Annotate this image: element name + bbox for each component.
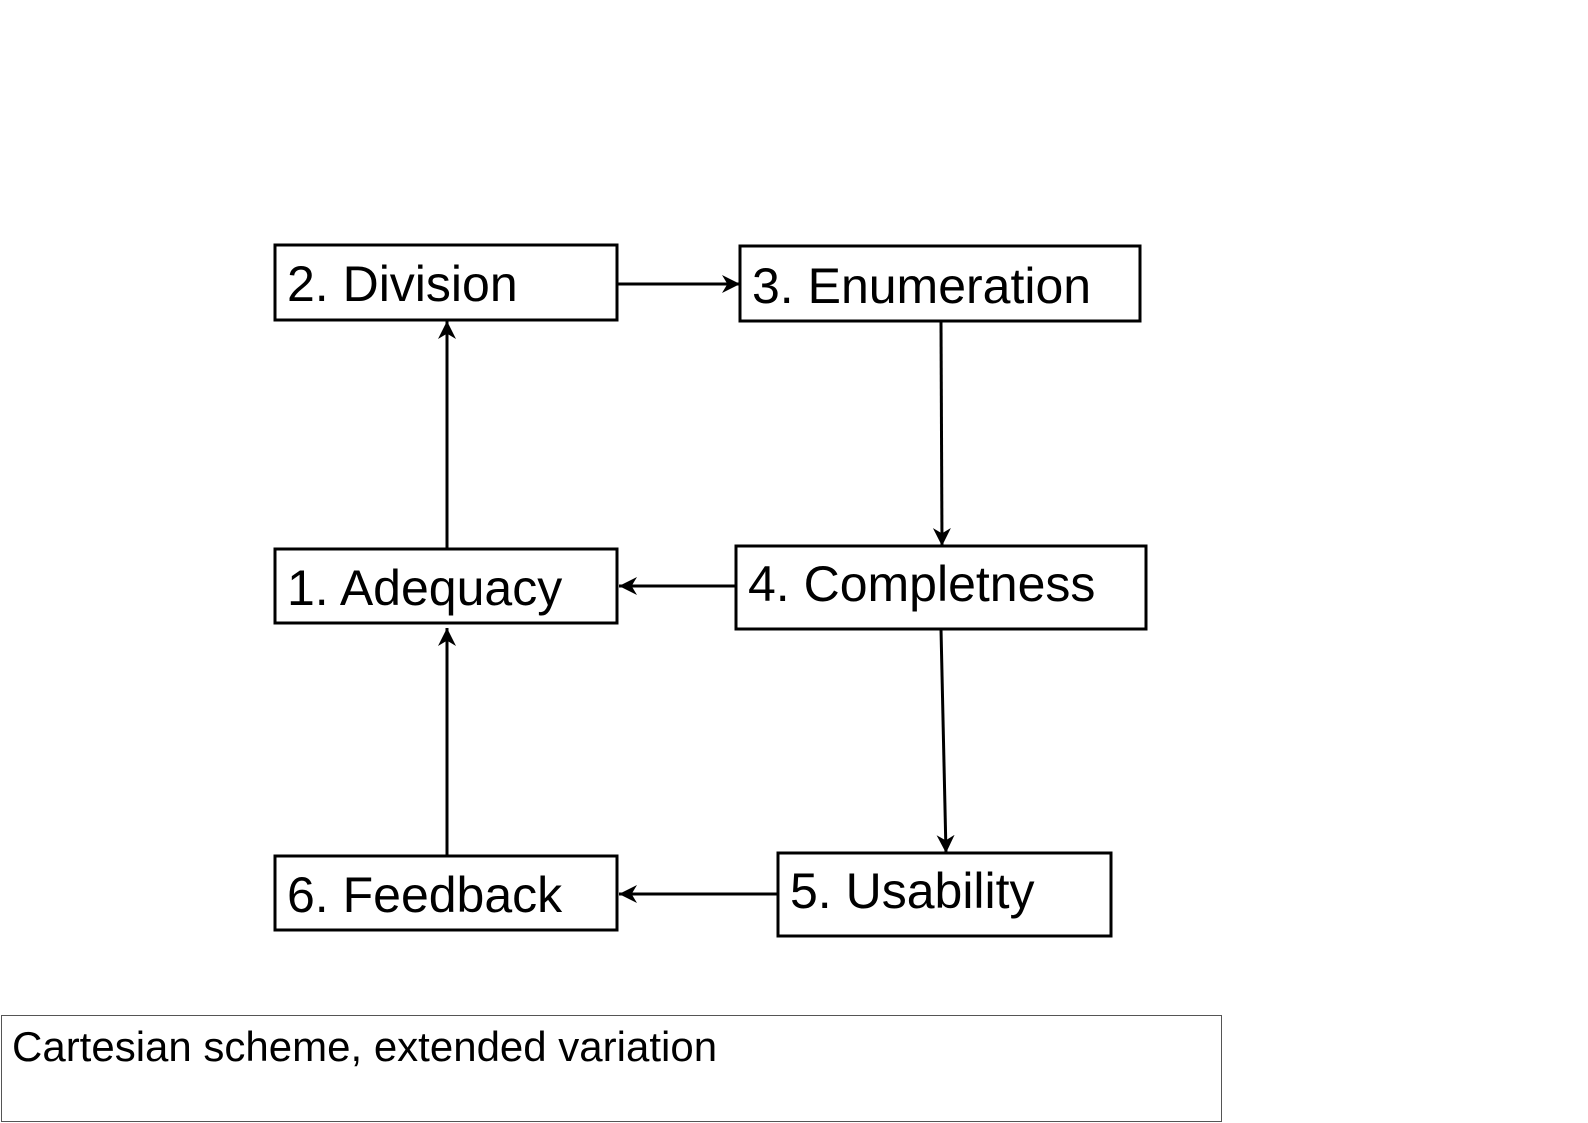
caption-box: Cartesian scheme, extended variation <box>1 1015 1222 1122</box>
edge-completness-to-usability <box>936 628 955 854</box>
node-division-label: 2. Division <box>287 256 518 312</box>
node-enumeration: 3. Enumeration <box>738 244 1142 323</box>
node-usability-label: 5. Usability <box>790 863 1035 919</box>
node-division: 2. Division <box>273 243 619 322</box>
caption-text: Cartesian scheme, extended variation <box>12 1023 718 1070</box>
node-feedback-label: 6. Feedback <box>287 867 563 923</box>
node-enumeration-label: 3. Enumeration <box>752 258 1091 314</box>
node-completness: 4. Completness <box>734 544 1148 631</box>
node-adequacy-label: 1. Adequacy <box>287 560 562 616</box>
edge-enumeration-to-completness <box>932 321 951 547</box>
node-completness-label: 4. Completness <box>748 556 1095 612</box>
node-feedback: 6. Feedback <box>273 854 619 932</box>
node-adequacy: 1. Adequacy <box>273 547 619 625</box>
node-usability: 5. Usability <box>776 851 1113 938</box>
